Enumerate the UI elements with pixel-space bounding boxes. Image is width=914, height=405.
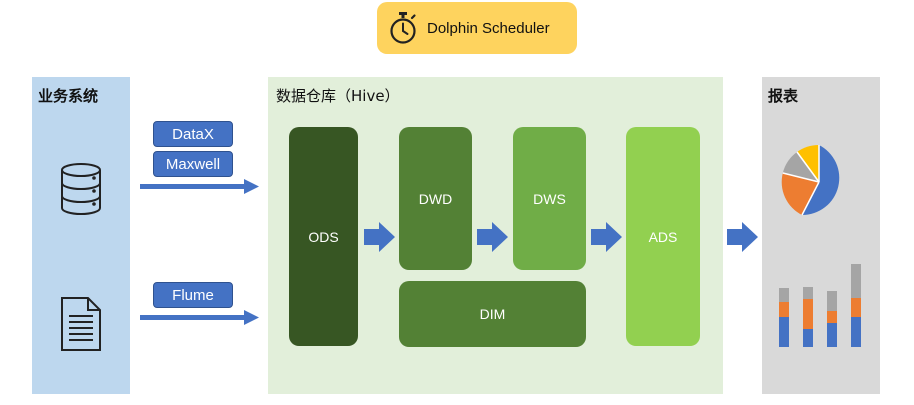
stopwatch-icon xyxy=(390,12,416,44)
arrow-dws-ads xyxy=(591,222,622,252)
database-icon xyxy=(61,163,101,215)
dws-label: DWS xyxy=(533,190,566,207)
datax-tool: DataX xyxy=(153,121,233,147)
ads-layer: ADS xyxy=(626,127,700,346)
flume-tool: Flume xyxy=(153,282,233,308)
ods-label: ODS xyxy=(308,228,339,245)
ods-layer: ODS xyxy=(289,127,358,346)
dwd-layer: DWD xyxy=(399,127,472,270)
maxwell-tool: Maxwell xyxy=(153,151,233,177)
report-title: 报表 xyxy=(768,87,799,105)
scheduler-label: Dolphin Scheduler xyxy=(427,19,550,37)
ads-label: ADS xyxy=(648,228,678,245)
dim-layer: DIM xyxy=(399,281,586,347)
arrow-dwd-dws xyxy=(477,222,508,252)
source-systems-title: 业务系统 xyxy=(38,87,99,105)
arrow-ods-dwd xyxy=(364,222,395,252)
document-icon xyxy=(61,297,101,351)
source-systems-panel xyxy=(32,77,130,394)
dim-label: DIM xyxy=(479,306,506,322)
arrow-source-top xyxy=(140,179,259,194)
arrow-ads-report xyxy=(727,222,758,252)
dwd-label: DWD xyxy=(418,190,453,207)
arrow-source-bottom xyxy=(140,310,259,325)
data-warehouse-title: 数据仓库（Hive） xyxy=(276,87,400,105)
pie-chart-icon xyxy=(781,144,840,216)
stacked-bar-chart-icon xyxy=(779,264,861,347)
dws-layer: DWS xyxy=(513,127,586,270)
scheduler-badge: Dolphin Scheduler xyxy=(377,2,577,54)
